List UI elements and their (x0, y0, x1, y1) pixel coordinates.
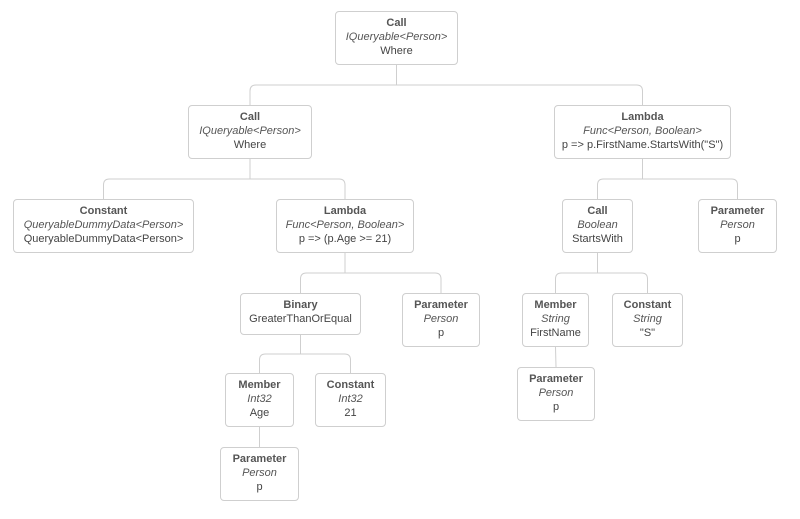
connector-n2-n4 (103, 159, 251, 199)
node-constant-21[interactable]: Constant Int32 21 (315, 373, 386, 427)
node-parameter-p[interactable]: Parameter Person p (402, 293, 480, 347)
node-value: p => (p.Age >= 21) (298, 233, 392, 245)
node-value: p (256, 481, 263, 493)
node-value: QueryableDummyData<Person> (23, 233, 184, 245)
node-lambda-age[interactable]: Lambda Func<Person, Boolean> p => (p.Age… (276, 199, 414, 253)
node-value: 21 (344, 407, 357, 419)
node-kind: Parameter (414, 299, 468, 311)
node-kind: Parameter (529, 373, 583, 385)
node-type: Person (242, 467, 277, 479)
node-type: QueryableDummyData<Person> (23, 219, 184, 231)
node-member-age[interactable]: Member Int32 Age (225, 373, 294, 427)
node-call-where[interactable]: Call IQueryable<Person> Where (188, 105, 312, 159)
node-type: Person (538, 387, 574, 399)
connector-n8-n12 (259, 335, 301, 373)
node-kind: Constant (623, 299, 672, 311)
node-type: Func<Person, Boolean> (285, 219, 405, 231)
node-parameter-p[interactable]: Parameter Person p (517, 367, 595, 421)
node-constant-data[interactable]: Constant QueryableDummyData<Person> Quer… (13, 199, 194, 253)
node-call-root[interactable]: Call IQueryable<Person> Where (335, 11, 458, 65)
node-kind: Constant (326, 379, 375, 391)
node-type: Person (423, 313, 459, 325)
node-value: p => p.FirstName.StartsWith("S") (561, 139, 724, 151)
node-call-startswith[interactable]: Call Boolean StartsWith (562, 199, 633, 253)
connector-n1-n2 (249, 65, 397, 105)
node-type: Int32 (247, 393, 272, 405)
node-value: FirstName (530, 327, 581, 339)
connector-n3-n6 (597, 159, 643, 199)
node-type: Boolean (577, 219, 618, 231)
node-kind: Call (239, 111, 261, 123)
connector-n6-n10 (555, 253, 598, 293)
node-kind: Lambda (323, 205, 367, 217)
node-value: Where (380, 45, 413, 57)
connector-n3-n7 (642, 159, 738, 199)
node-value: Where (233, 139, 267, 151)
node-kind: Binary (283, 299, 318, 311)
node-type: IQueryable<Person> (345, 31, 448, 43)
node-value: "S" (639, 327, 656, 339)
node-kind: Constant (79, 205, 128, 217)
node-type: Int32 (338, 393, 363, 405)
node-value: StartsWith (572, 233, 623, 245)
node-kind: Parameter (710, 205, 765, 217)
connector-n2-n5 (249, 159, 346, 199)
node-kind: Call (386, 17, 407, 29)
node-value: p (437, 327, 445, 339)
node-value: Age (249, 407, 270, 419)
node-kind: Parameter (232, 453, 287, 465)
node-kind: Call (587, 205, 608, 217)
node-binary[interactable]: Binary GreaterThanOrEqual (240, 293, 361, 335)
node-constant-s[interactable]: Constant String "S" (612, 293, 683, 347)
node-member-firstname[interactable]: Member String FirstName (522, 293, 589, 347)
node-value: p (552, 401, 560, 413)
connector-n8-n13 (300, 335, 351, 373)
node-value: GreaterThanOrEqual (249, 313, 352, 325)
connector-n1-n3 (396, 65, 643, 105)
node-parameter-p[interactable]: Parameter Person p (698, 199, 777, 253)
node-type: Person (720, 219, 755, 231)
node-lambda-startswith[interactable]: Lambda Func<Person, Boolean> p => p.Firs… (554, 105, 731, 159)
node-kind: Member (238, 379, 281, 391)
node-type: Func<Person, Boolean> (583, 125, 702, 137)
node-type: IQueryable<Person> (199, 125, 301, 137)
node-type: String (633, 313, 662, 325)
node-value: p (734, 233, 741, 245)
node-parameter-p[interactable]: Parameter Person p (220, 447, 299, 501)
connector-n6-n11 (597, 253, 648, 293)
connector-n5-n8 (300, 253, 346, 293)
node-kind: Lambda (621, 111, 664, 123)
connector-n10-n14 (555, 346, 557, 368)
connector-n5-n9 (344, 253, 442, 293)
node-type: String (541, 313, 570, 325)
node-kind: Member (534, 299, 577, 311)
